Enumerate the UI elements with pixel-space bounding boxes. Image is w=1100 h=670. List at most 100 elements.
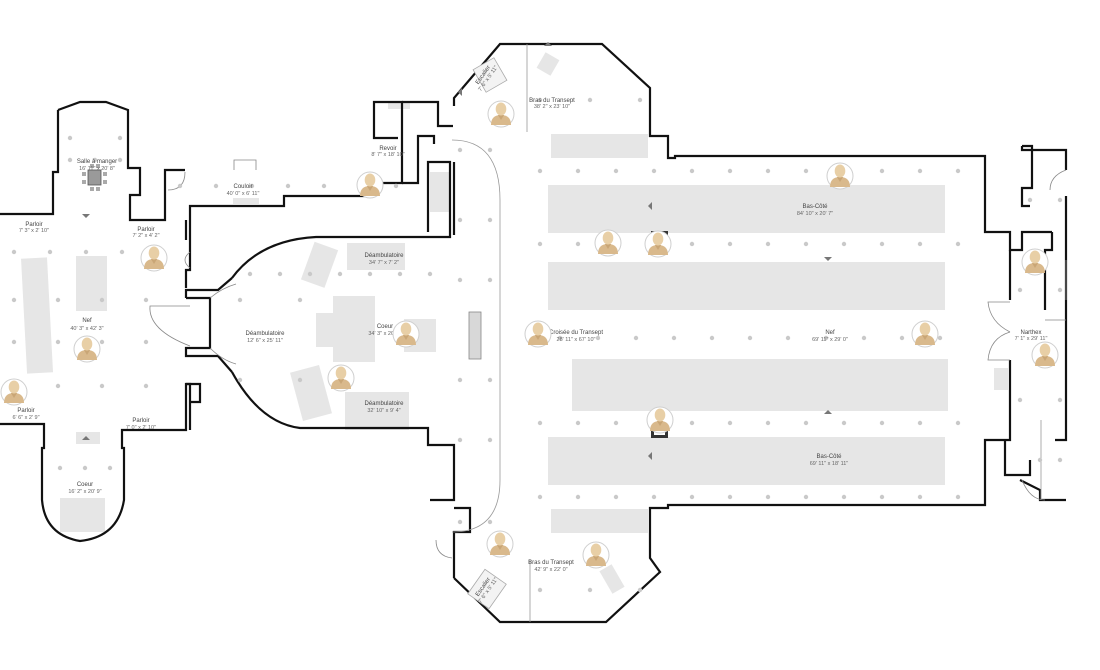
measurement-dot — [1057, 197, 1063, 203]
room-dimensions: 32' 10" x 9' 4" — [367, 408, 400, 414]
doors-layer — [149, 159, 1067, 559]
person-avatar-icon[interactable] — [0, 378, 28, 406]
measurement-dot — [955, 168, 961, 174]
room-name: Croisée du Transept — [549, 330, 603, 336]
measurement-dot — [537, 168, 543, 174]
room-croisee-transept: Croisée du Transept 28' 11" x 67' 10" — [549, 330, 603, 343]
person-avatar-icon[interactable] — [356, 171, 384, 199]
measurement-dot — [955, 494, 961, 500]
room-deambulatoire-left: Déambulatoire 12' 6" x 25' 11" — [245, 331, 285, 344]
measurement-dot — [587, 587, 593, 593]
room-name: Déambulatoire — [364, 401, 404, 407]
room-dimensions: 7' 2" x 4' 2" — [132, 233, 159, 239]
room-dimensions: 34' 3" x 20' 8" — [368, 331, 401, 337]
measurement-dot — [917, 241, 923, 247]
measurement-dot — [487, 217, 493, 223]
person-avatar-icon[interactable] — [911, 320, 939, 348]
measurement-dot — [297, 377, 303, 383]
measurement-dot — [99, 383, 105, 389]
measurement-dot — [47, 249, 53, 255]
measurement-dot — [213, 183, 219, 189]
measurement-dot — [917, 420, 923, 426]
measurement-dot — [803, 494, 809, 500]
person-avatar-icon[interactable] — [524, 320, 552, 348]
door-swing-icon — [167, 171, 186, 191]
room-dimensions: 12' 6" x 25' 11" — [247, 338, 283, 344]
person-avatar-icon[interactable] — [826, 162, 854, 190]
measurement-dot — [803, 420, 809, 426]
measurement-dot — [689, 168, 695, 174]
person-avatar-icon[interactable] — [140, 244, 168, 272]
measurement-dot — [285, 183, 291, 189]
door-swing-icon — [1049, 169, 1067, 191]
person-avatar-icon[interactable] — [487, 100, 515, 128]
stairs-arrow-icon — [648, 202, 652, 210]
measurement-dot — [575, 241, 581, 247]
measurement-dot — [595, 335, 601, 341]
room-name: Parloir — [17, 408, 34, 414]
door-swing-icon — [987, 331, 1011, 361]
room-name: Déambulatoire — [245, 331, 285, 337]
measurement-dot — [575, 420, 581, 426]
room-bras-transept-bottom: Bras du Transept 42' 9" x 22' 0" — [528, 560, 574, 573]
measurement-dot — [1017, 287, 1023, 293]
measurement-dot — [651, 494, 657, 500]
measurement-dot — [99, 339, 105, 345]
room-name: Bras du Transept — [528, 560, 574, 566]
measurement-dot — [249, 183, 255, 189]
viewpoints — [0, 100, 1059, 569]
stairs-arrow-icon — [648, 452, 652, 460]
room-name: Bas-Côté — [816, 454, 842, 460]
person-avatar-icon[interactable] — [392, 320, 420, 348]
stairs-arrow-icon — [82, 436, 90, 440]
room-dimensions: 69' 11" x 18' 11" — [810, 461, 849, 467]
room-coeur-left: Coeur 16' 2" x 20' 9" — [68, 482, 101, 495]
measurement-dot — [1057, 287, 1063, 293]
measurement-dot — [537, 587, 543, 593]
measurement-dot — [55, 339, 61, 345]
measurement-dot — [765, 494, 771, 500]
room-name: Parloir — [132, 418, 149, 424]
measurement-dot — [587, 97, 593, 103]
measurement-dot — [237, 377, 243, 383]
person-avatar-icon[interactable] — [327, 364, 355, 392]
measurement-dot — [841, 494, 847, 500]
person-avatar-icon[interactable] — [594, 229, 622, 257]
person-avatar-icon[interactable] — [1021, 248, 1049, 276]
measurement-dot — [747, 335, 753, 341]
person-avatar-icon[interactable] — [486, 530, 514, 558]
room-parloir-bottom-left: Parloir 6' 6" x 2' 9" — [12, 408, 39, 421]
staircases — [82, 42, 832, 610]
measurement-dot — [765, 420, 771, 426]
person-avatar-icon[interactable] — [582, 541, 610, 569]
room-dimensions: 7' 1" x 29' 11" — [1015, 336, 1048, 342]
room-name: Nef — [82, 318, 92, 324]
measurement-dot — [727, 168, 733, 174]
measurement-dot — [487, 437, 493, 443]
measurement-dot — [557, 335, 563, 341]
measurement-dot — [99, 297, 105, 303]
room-name: Bas-Côté — [802, 204, 828, 210]
measurement-dot — [11, 249, 17, 255]
person-avatar-icon[interactable] — [646, 406, 674, 434]
measurement-dot — [937, 335, 943, 341]
measurement-dot — [765, 241, 771, 247]
room-salle-a-manger: Salle à manger 16' 11" x 20' 8" — [77, 159, 117, 172]
person-avatar-icon[interactable] — [1031, 341, 1059, 369]
door-swing-icon — [209, 283, 237, 299]
room-dimensions: 42' 9" x 22' 0" — [534, 567, 567, 573]
walls-layer — [0, 42, 1068, 624]
measurement-dot — [457, 377, 463, 383]
measurement-dot — [613, 420, 619, 426]
measurement-dot — [457, 519, 463, 525]
room-dimensions: 38' 2" x 23' 10" — [534, 104, 570, 110]
door-swing-icon — [149, 305, 191, 347]
measurement-dot — [879, 494, 885, 500]
person-avatar-icon[interactable] — [73, 335, 101, 363]
room-dimensions: 84' 10" x 20' 7" — [797, 211, 833, 217]
measurement-dot — [727, 494, 733, 500]
person-avatar-icon[interactable] — [644, 230, 672, 258]
room-dimensions: 40' 0" x 6' 11" — [227, 191, 260, 197]
room-deambulatoire-top: Déambulatoire 34' 7" x 7' 2" — [364, 253, 404, 266]
